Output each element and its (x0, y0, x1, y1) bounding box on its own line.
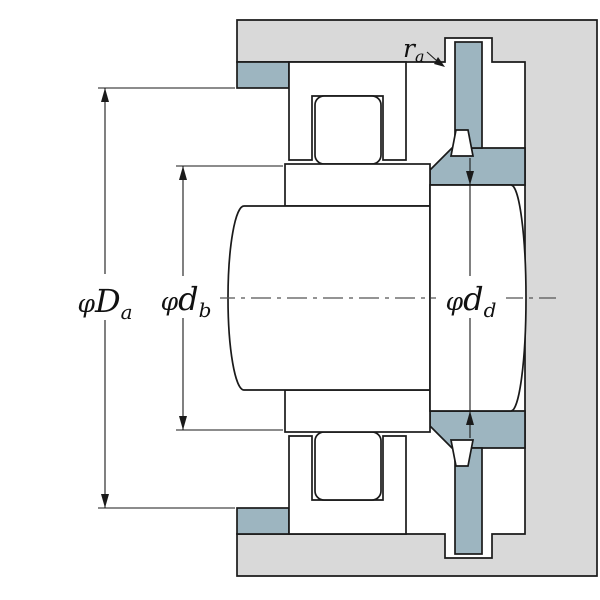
label-backing (148, 276, 220, 318)
cap-tang-notch (449, 129, 475, 157)
dimension-db: φdb (148, 165, 283, 431)
dimension-dd: φdd (436, 158, 506, 438)
housing-shoulder-section (236, 61, 290, 89)
bearing-lower-section-mirror (236, 389, 526, 555)
end-cap-flange-section (429, 147, 526, 186)
arrow-down-icon (466, 171, 474, 185)
outer-ring-section (288, 61, 407, 161)
dimension-Da: φDa (66, 87, 235, 509)
inner-ring-section (284, 163, 431, 207)
leader-line (426, 51, 438, 62)
dimension-label-Da: φDa (77, 282, 132, 324)
dimension-label-db: φdb (161, 280, 212, 322)
label-backing (436, 276, 506, 318)
arrow-down-icon (179, 416, 187, 430)
fillet-radius-label: ra (403, 34, 425, 66)
label-backing (66, 274, 144, 320)
fillet-radius-callout: ra (403, 34, 445, 67)
leader-arrow-icon (434, 57, 445, 67)
arrow-up-icon (179, 166, 187, 180)
arrow-up-icon (101, 88, 109, 102)
bearing-upper-section (236, 41, 526, 207)
roller-section (314, 95, 382, 165)
arrow-down-icon (101, 494, 109, 508)
dimension-label-dd: φdd (446, 280, 497, 322)
arrow-up-icon (466, 411, 474, 425)
